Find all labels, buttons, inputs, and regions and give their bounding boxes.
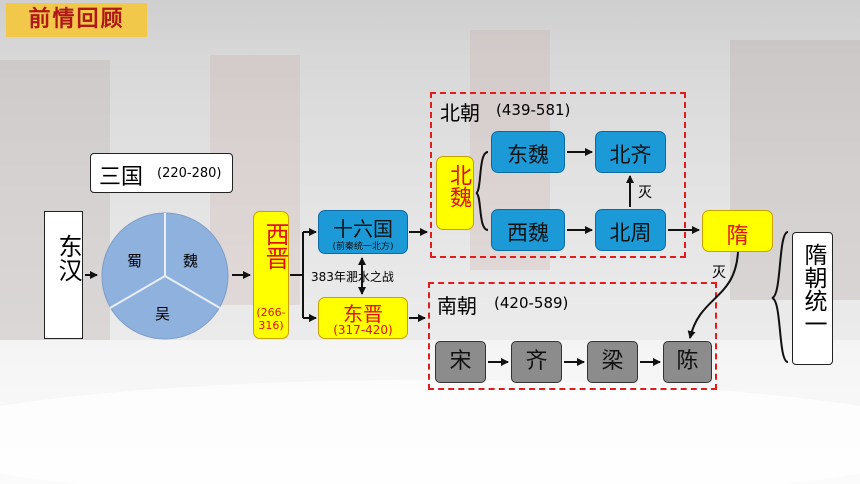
beiwei-brace: [475, 151, 489, 231]
xiwei-box: 西魏: [491, 209, 565, 251]
xijin-years: (266-316): [256, 306, 286, 332]
nanchao-years: (420-589): [494, 294, 569, 312]
beiqi-box: 北齐: [595, 131, 666, 173]
nanchao-label: 南朝: [437, 294, 477, 318]
dongwei-box: 东魏: [491, 131, 565, 173]
nanchao-region: [428, 282, 717, 390]
beichao-years: (439-581): [496, 101, 571, 119]
liang-label: 梁: [601, 349, 624, 374]
dongjin-label: 东晋: [343, 302, 383, 326]
donghan-label: 东汉: [54, 234, 82, 282]
qi-box: 齐: [511, 341, 562, 383]
xijin-box: 西晋 (266-316): [253, 211, 289, 339]
xijin-label: 西晋: [261, 222, 289, 270]
dongjin-years: (317-420): [333, 323, 393, 337]
sanguo-label: 三国: [99, 165, 144, 190]
chen-label: 陈: [676, 349, 699, 374]
tongyi-label: 隋朝统一: [800, 243, 826, 335]
beichao-label: 北朝: [440, 101, 480, 125]
battle-label: 383年淝水之战: [311, 270, 394, 284]
shiliuguo-note: (前秦统一北方): [332, 242, 394, 252]
beichao-region: [430, 92, 686, 258]
pie-label-shu: 蜀: [127, 252, 143, 270]
liang-box: 梁: [587, 341, 638, 383]
tongyi-brace: [771, 231, 789, 363]
shiliuguo-label: 十六国: [333, 217, 393, 241]
sui-box: 隋: [702, 210, 773, 252]
beiwei-box: 北魏: [436, 156, 474, 230]
song-box: 宋: [435, 341, 486, 383]
sui-label: 隋: [726, 224, 749, 249]
pie-label-wei: 魏: [183, 252, 199, 270]
qi-label: 齐: [525, 349, 548, 374]
sanguo-box: 三国 (220-280): [90, 153, 233, 193]
sanguo-years: (220-280): [157, 166, 222, 181]
song-label: 宋: [449, 349, 472, 374]
tongyi-box: 隋朝统一: [792, 232, 833, 365]
arrow-sui-chen: [687, 251, 739, 339]
donghan-box: 东汉: [44, 211, 83, 339]
beiwei-label: 北魏: [446, 164, 471, 208]
beizhou-label: 北周: [609, 221, 652, 245]
sanguo-pie: [101, 212, 229, 340]
mie-label-1: 灭: [638, 185, 652, 201]
beiqi-label: 北齐: [609, 143, 652, 167]
dongwei-label: 东魏: [507, 143, 549, 167]
dongjin-box: 东晋 (317-420): [318, 297, 408, 339]
xiwei-label: 西魏: [507, 221, 549, 245]
shiliuguo-box: 十六国 (前秦统一北方): [318, 210, 408, 254]
chen-box: 陈: [663, 341, 712, 383]
pie-label-wu: 吴: [155, 305, 171, 323]
beizhou-box: 北周: [595, 209, 666, 251]
mie-label-2: 灭: [712, 265, 726, 281]
page-title: 前情回顾: [6, 3, 147, 37]
